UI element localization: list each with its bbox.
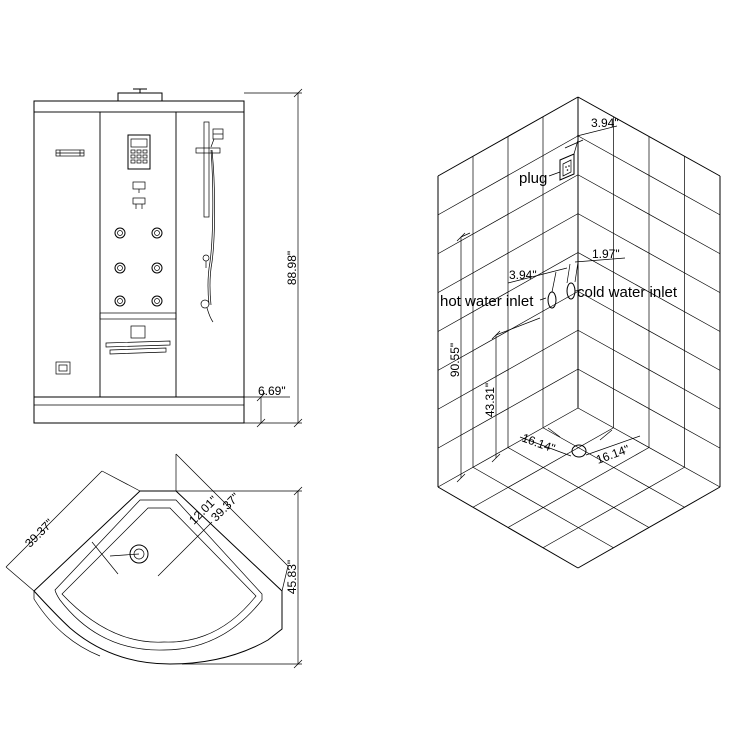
drain-offset-a-label: 16.14" xyxy=(520,431,557,456)
jet-icon xyxy=(117,230,123,236)
wall-height-label: 90.55" xyxy=(448,343,462,377)
shelf-icon xyxy=(55,149,85,157)
plug-box-icon xyxy=(559,153,575,181)
base-height-label: 6.69" xyxy=(258,384,286,398)
hot-offset-label: 3.94" xyxy=(509,268,537,282)
faucet-icon xyxy=(132,197,146,209)
wall-height-dimension: 90.55" xyxy=(448,232,471,483)
basin-outline xyxy=(54,499,263,651)
side-a-dimension: 39.37" xyxy=(5,470,141,592)
hand-shower-icon xyxy=(195,121,224,323)
jet-icon xyxy=(154,230,160,236)
height-label: 88.98" xyxy=(285,251,299,285)
jet-icon xyxy=(154,298,160,304)
cabinet-outline xyxy=(33,100,245,424)
front-view: 88.98" 6.69" xyxy=(33,88,303,428)
tile-line xyxy=(577,329,721,410)
seat-icon xyxy=(99,312,177,355)
floor-drain-icon xyxy=(571,444,587,458)
jet-icon xyxy=(114,262,126,274)
top-cap xyxy=(117,92,163,102)
hot-water-inlet-label: hot water inlet xyxy=(440,293,534,310)
tile-line xyxy=(437,135,579,216)
wall-view: plug 3.94" hot water inlet cold water in… xyxy=(437,96,721,569)
speaker-icon xyxy=(132,181,146,193)
tile-line xyxy=(577,174,721,255)
inlet-height-label: 43.31" xyxy=(483,383,497,417)
left-glass-panel xyxy=(33,111,101,398)
massage-jets xyxy=(114,227,163,307)
plug-offset-dimension: 3.94" xyxy=(564,116,619,155)
inlet-offset-dimension: 3.94" 1.97" xyxy=(507,247,626,293)
light-switch-icon xyxy=(55,361,71,375)
inlet-height-dimension: 43.31" xyxy=(483,317,541,463)
tile-line xyxy=(472,466,614,549)
base-tray xyxy=(33,396,245,424)
cold-water-inlet-icon xyxy=(566,282,582,300)
jet-icon xyxy=(154,265,160,271)
jet-icon xyxy=(117,298,123,304)
jet-icon xyxy=(151,295,163,307)
tile-line xyxy=(577,368,721,449)
depth-label: 45.83" xyxy=(285,560,299,594)
top-view: 39.37" 39.37" 12.01" 45.83" xyxy=(5,453,303,669)
drain-dimension: 12.01" xyxy=(91,493,220,577)
plug-label: plug xyxy=(519,170,547,187)
tile-line xyxy=(542,466,685,549)
jet-icon xyxy=(114,295,126,307)
jet-icon xyxy=(151,262,163,274)
tile-line xyxy=(577,135,721,216)
tile-line xyxy=(577,252,721,332)
drain-icon xyxy=(129,544,149,564)
tile-grid xyxy=(437,96,721,569)
depth-dimension: 45.83" xyxy=(176,486,303,669)
cold-offset-label: 1.97" xyxy=(592,247,620,261)
jet-icon xyxy=(114,227,126,239)
base-height-dimension: 6.69" xyxy=(244,384,290,428)
right-glass-panel xyxy=(175,111,245,398)
tray-outline xyxy=(33,490,283,665)
jet-icon xyxy=(151,227,163,239)
hot-water-inlet-icon xyxy=(539,291,557,309)
tile-line xyxy=(577,291,721,371)
height-dimension: 88.98" xyxy=(244,88,303,428)
tile-line xyxy=(577,213,721,293)
cold-water-inlet-label: cold water inlet xyxy=(577,284,678,301)
control-panel-icon xyxy=(127,134,151,170)
jet-icon xyxy=(117,265,123,271)
floor-drain: 16.14" 16.14" xyxy=(519,427,641,467)
plug-offset-label: 3.94" xyxy=(591,116,619,130)
tile-line xyxy=(507,447,650,528)
side-a-label: 39.37" xyxy=(22,516,56,550)
